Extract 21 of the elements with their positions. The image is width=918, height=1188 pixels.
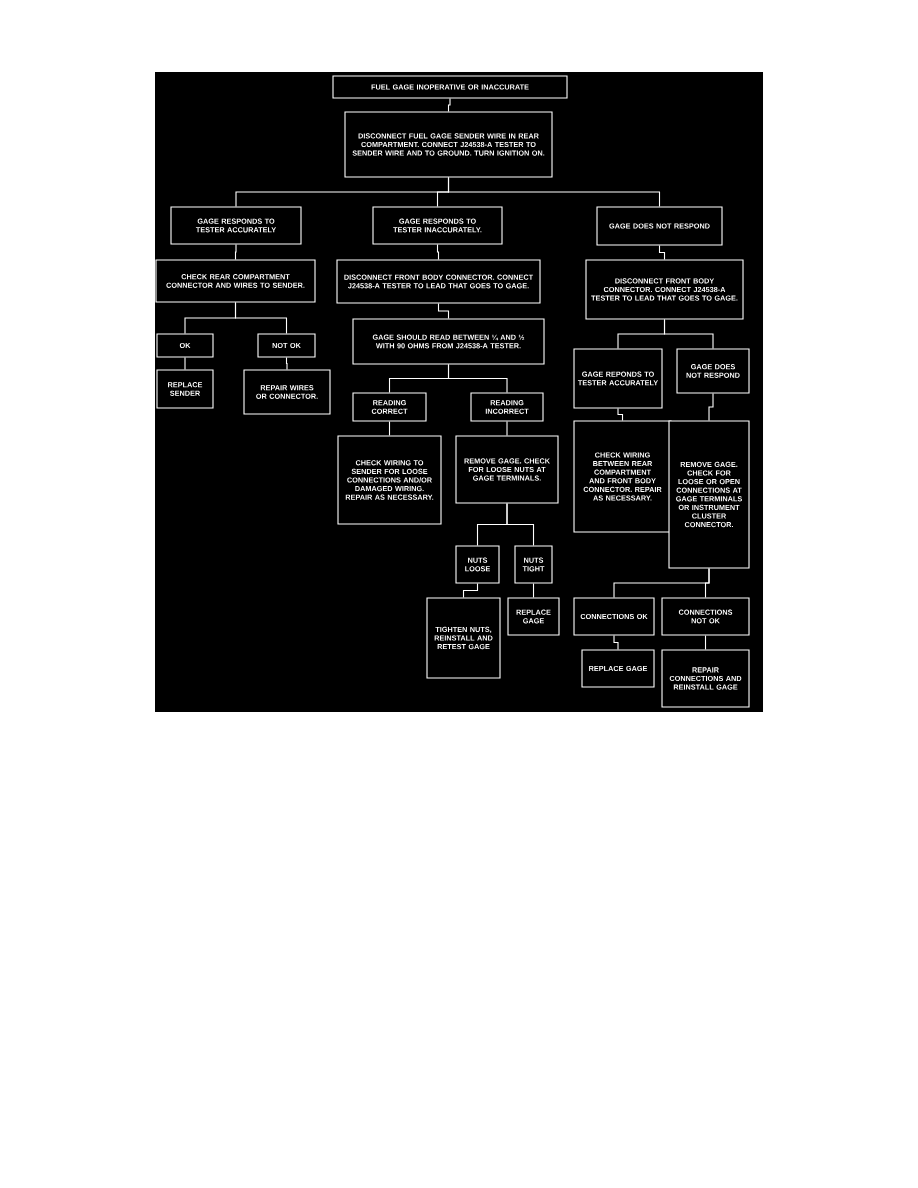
connector-line xyxy=(506,421,508,436)
connector-line xyxy=(532,583,535,598)
connector-line xyxy=(708,393,714,421)
connector-line xyxy=(234,302,288,334)
connector-line xyxy=(436,244,440,260)
connector-line xyxy=(462,583,479,598)
connector-line xyxy=(704,635,707,650)
connector-line xyxy=(184,357,186,370)
connector-line xyxy=(617,408,624,421)
connector-line xyxy=(506,503,535,546)
connector-line xyxy=(234,244,237,260)
connector-line xyxy=(704,568,710,598)
connector-line xyxy=(285,357,288,370)
connector-line xyxy=(663,319,714,349)
connector-line xyxy=(388,421,391,436)
connector-line xyxy=(447,177,661,207)
connector-line xyxy=(437,303,450,319)
connector-line xyxy=(447,364,508,393)
connector-line xyxy=(658,245,666,260)
connector-line xyxy=(447,98,451,112)
connector-line xyxy=(613,635,619,650)
